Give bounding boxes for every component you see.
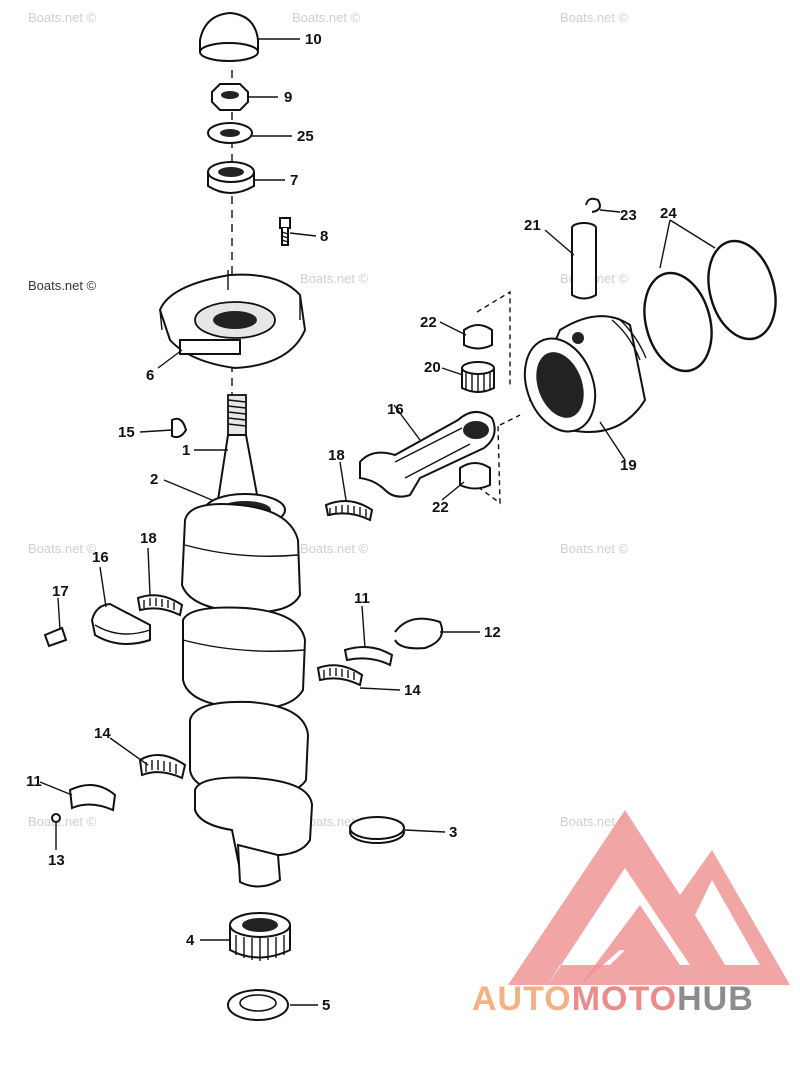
part-1-crankshaft: [180, 394, 314, 888]
part-10-cap: [199, 11, 259, 62]
part-18-bearing-left: [136, 594, 184, 617]
watermarks: Boats.net © Boats.net © Boats.net © Boat…: [28, 10, 629, 829]
part-22-bearing-bottom: [459, 462, 491, 490]
part-6-bearing-cage: [158, 270, 307, 370]
callout-17: 17: [52, 583, 69, 600]
callout-13: 13: [48, 852, 65, 869]
callout-12: 12: [484, 624, 501, 641]
callout-2: 2: [150, 471, 158, 488]
part-4-roller-bearing: [229, 912, 291, 961]
watermark: Boats.net ©: [292, 10, 361, 25]
part-15-key: [171, 417, 188, 439]
callout-10: 10: [305, 31, 322, 48]
part-7-seal: [207, 161, 255, 194]
callout-25: 25: [297, 128, 314, 145]
callout-24: 24: [660, 205, 677, 222]
part-20-needle-bearing: [461, 361, 495, 393]
part-11-thrust-washer: [343, 645, 394, 667]
part-16-connecting-rod: [359, 411, 496, 498]
part-8-screw: [279, 217, 291, 246]
watermark: Boats.net ©: [28, 541, 97, 556]
part-22-bearing-top: [463, 324, 493, 350]
callout-6: 6: [146, 367, 154, 384]
callout-8: 8: [320, 228, 328, 245]
callout-11: 11: [354, 590, 370, 607]
part-18-bearing: [324, 500, 374, 522]
callout-5: 5: [322, 997, 330, 1014]
automotohub-logo-mark: [508, 810, 790, 985]
callout-1: 1: [182, 442, 190, 459]
part-16-rod-cap-left: [90, 602, 151, 645]
callout-7: 7: [290, 172, 298, 189]
part-14-bearing-left: [138, 754, 187, 780]
part-5-seal: [227, 989, 289, 1021]
callout-22: 22: [432, 499, 449, 516]
part-11-thrust-washer-left: [68, 784, 117, 812]
callout-3: 3: [449, 824, 457, 841]
watermark: Boats.net ©: [300, 541, 369, 556]
watermark: Boats.net ©: [28, 814, 97, 829]
callout-15: 15: [118, 424, 135, 441]
callout-23: 23: [620, 207, 637, 224]
part-25-washer: [207, 122, 253, 144]
callout-22: 22: [420, 314, 437, 331]
watermark: Boats.net ©: [28, 278, 97, 293]
logo-hub: HUB: [677, 980, 754, 1018]
part-12-retaining-ring: [394, 617, 444, 650]
part-19-piston: [523, 315, 647, 433]
part-17-screw: [43, 626, 68, 648]
callout-9: 9: [284, 89, 292, 106]
callout-16: 16: [92, 549, 109, 566]
part-3-seal: [349, 816, 405, 844]
callout-18: 18: [328, 447, 345, 464]
callout-14: 14: [404, 682, 421, 699]
part-14-bearing: [316, 664, 364, 687]
automotohub-logo-text: AUTOMOTOHUB: [472, 980, 754, 1019]
part-13-pin: [51, 813, 61, 823]
part-24-piston-rings: [643, 239, 777, 373]
dashed-guides: [476, 290, 521, 505]
logo-moto: MOTO: [571, 980, 678, 1018]
callout-14: 14: [94, 725, 111, 742]
callout-18: 18: [140, 530, 157, 547]
callout-21: 21: [524, 217, 541, 234]
callout-labels: 10 9 25 7 8 6 15 1 2 18 18 16 17 21 23 2…: [26, 31, 677, 1014]
callout-11: 11: [26, 773, 42, 790]
watermark: Boats.net ©: [300, 271, 369, 286]
callout-19: 19: [620, 457, 637, 474]
part-21-wrist-pin: [571, 222, 597, 300]
leader-lines: [39, 38, 716, 1006]
logo-auto: AUTO: [472, 980, 572, 1018]
watermark: Boats.net ©: [560, 814, 629, 829]
part-9-nut: [211, 83, 249, 111]
part-23-clip: [585, 197, 601, 213]
watermark: Boats.net ©: [560, 10, 629, 25]
callout-20: 20: [424, 359, 441, 376]
callout-4: 4: [186, 932, 195, 949]
callout-16: 16: [387, 401, 404, 418]
watermark: Boats.net ©: [28, 10, 97, 25]
watermark: Boats.net ©: [560, 541, 629, 556]
